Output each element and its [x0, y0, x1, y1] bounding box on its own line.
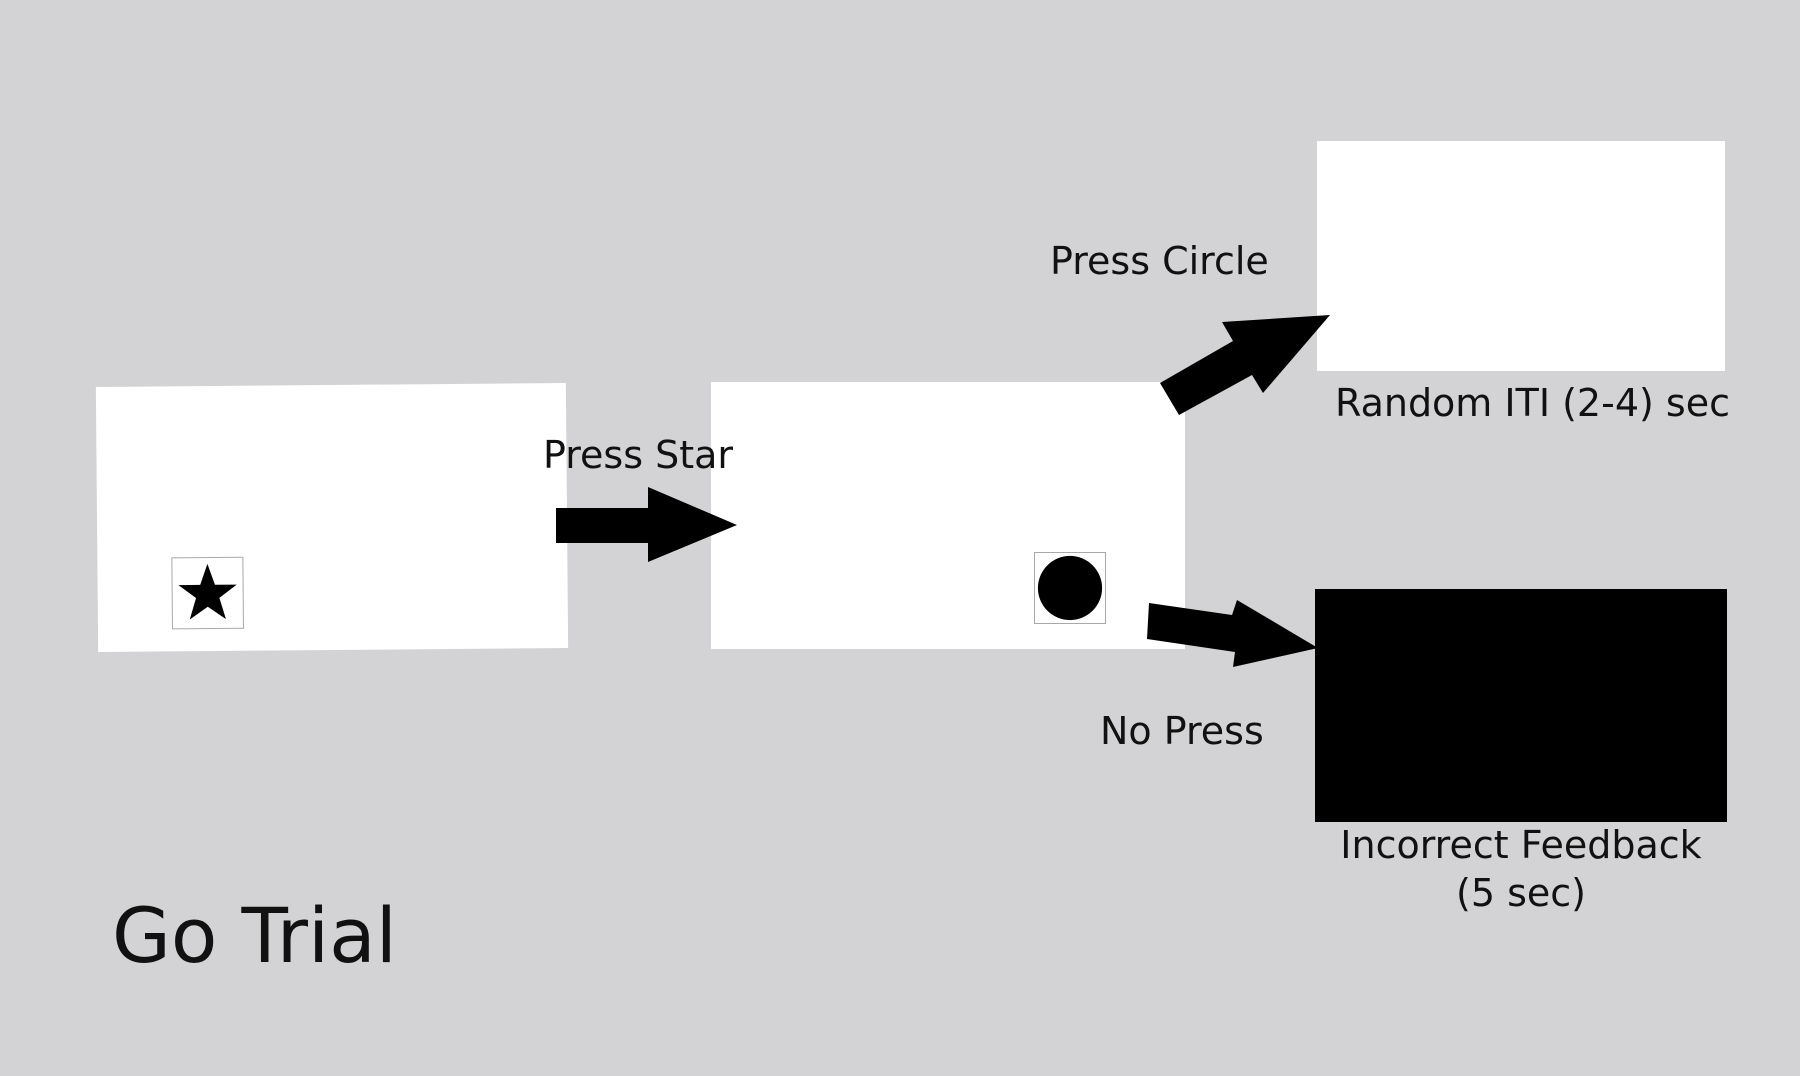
- no-press-label: No Press: [1100, 709, 1264, 753]
- press-star-arrow: [556, 487, 737, 562]
- second-screen: [711, 382, 1185, 649]
- random-iti-label: Random ITI (2-4) sec: [1335, 381, 1730, 425]
- press-star-label: Press Star: [543, 433, 734, 477]
- circle-stimulus: [1034, 552, 1106, 624]
- press-circle-arrow: [1160, 315, 1330, 415]
- incorrect-feedback-screen: [1315, 589, 1727, 822]
- iti-screen: [1317, 141, 1725, 371]
- incorrect-feedback-line2: (5 sec): [1456, 870, 1586, 915]
- start-screen: [95, 382, 569, 653]
- incorrect-feedback-line1: Incorrect Feedback: [1340, 823, 1702, 867]
- star-icon: [178, 563, 237, 620]
- circle-icon: [1037, 555, 1103, 621]
- diagram-title: Go Trial: [112, 891, 397, 980]
- star-stimulus: [171, 556, 244, 630]
- incorrect-feedback-label: Incorrect Feedback (5 sec): [1315, 822, 1727, 917]
- press-circle-label: Press Circle: [1050, 239, 1269, 283]
